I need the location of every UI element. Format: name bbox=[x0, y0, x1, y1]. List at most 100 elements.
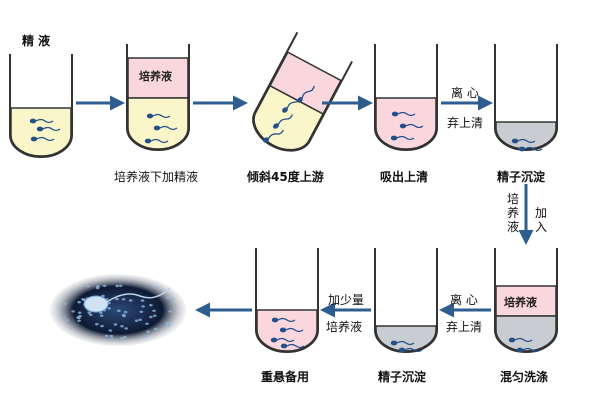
microscope-speck bbox=[81, 298, 85, 301]
microscope-speck bbox=[104, 334, 109, 338]
step-add-small: 加少量 bbox=[328, 293, 365, 307]
microscope-speck bbox=[171, 297, 175, 301]
microscope-speck bbox=[149, 304, 153, 307]
microscope-speck bbox=[140, 299, 145, 302]
tube-pellet-2 bbox=[374, 248, 438, 353]
microscope-sperm-image bbox=[50, 274, 186, 346]
label-tube2: 倾斜45度上游 bbox=[247, 170, 324, 184]
microscope-speck bbox=[65, 319, 69, 322]
microscope-speck bbox=[124, 327, 128, 330]
microscope-speck bbox=[168, 310, 172, 313]
sperm-cell bbox=[399, 123, 424, 129]
microscope-speck bbox=[117, 309, 121, 312]
microscope-speck bbox=[99, 314, 104, 317]
microscope-speck bbox=[123, 310, 128, 314]
microscope-speck bbox=[107, 307, 111, 310]
microscope-speck bbox=[134, 319, 139, 322]
microscope-speck bbox=[95, 323, 99, 326]
tube-semen bbox=[9, 54, 73, 158]
microscope-speck bbox=[120, 325, 124, 328]
microscope-speck bbox=[152, 309, 156, 312]
microscope-speck bbox=[78, 314, 82, 318]
sperm-cell bbox=[390, 135, 415, 141]
step-centrifuge-2: 离 心 bbox=[450, 293, 478, 307]
step-add-1: 加入 bbox=[534, 206, 547, 234]
microscope-speck bbox=[144, 334, 149, 338]
sperm-cell bbox=[297, 85, 315, 103]
microscope-speck bbox=[166, 324, 171, 328]
microscope-speck bbox=[115, 297, 119, 301]
microscope-speck bbox=[96, 285, 100, 288]
microscope-speck bbox=[77, 311, 82, 314]
sperm-cell bbox=[262, 129, 284, 143]
sperm-cell bbox=[279, 327, 304, 333]
step-add-medium-1: 培养液 bbox=[506, 192, 519, 234]
microscope-speck bbox=[128, 299, 133, 302]
sperm-cell bbox=[391, 111, 416, 117]
microscope-speck bbox=[141, 305, 145, 308]
microscope-speck bbox=[62, 316, 66, 319]
sperm-cell bbox=[516, 347, 541, 353]
microscope-speck bbox=[139, 310, 144, 313]
microscope-speck bbox=[99, 311, 103, 314]
tube-resuspended bbox=[255, 248, 319, 353]
step-discard-2: 弃上清 bbox=[446, 320, 483, 334]
microscope-speck bbox=[71, 310, 75, 313]
microscope-speck bbox=[120, 336, 124, 340]
microscope-speck bbox=[109, 334, 114, 338]
microscope-speck bbox=[110, 338, 114, 341]
microscope-speck bbox=[153, 285, 157, 289]
microscope-speck bbox=[77, 316, 81, 320]
microscope-speck bbox=[63, 302, 67, 305]
sperm-cell bbox=[270, 337, 295, 343]
microscope-speck bbox=[88, 313, 93, 316]
sperm-cell bbox=[29, 118, 54, 124]
microscope-speck bbox=[86, 285, 90, 288]
microscope-speck bbox=[108, 329, 113, 332]
sperm-cell bbox=[398, 347, 423, 353]
step-centrifuge-1: 离 心 bbox=[451, 86, 479, 100]
sperm-cell bbox=[273, 114, 294, 129]
sperm-cell bbox=[144, 138, 169, 144]
microscope-speck bbox=[154, 327, 158, 331]
microscope-speck bbox=[102, 284, 107, 287]
tube-medium-over-semen bbox=[126, 44, 190, 151]
tube-pellet-1 bbox=[494, 44, 558, 151]
label-tube5: 混匀洗涤 bbox=[500, 370, 549, 384]
tube-supernatant bbox=[374, 44, 438, 151]
label-medium-mix: 培养液 bbox=[504, 296, 537, 309]
microscope-speck bbox=[146, 330, 150, 333]
microscope-speck bbox=[121, 313, 126, 317]
microscope-speck bbox=[113, 323, 118, 326]
step-discard-1: 弃上清 bbox=[447, 116, 484, 130]
sperm-cells bbox=[29, 85, 543, 353]
microscope-speck bbox=[77, 301, 81, 304]
microscope-speck bbox=[123, 335, 127, 339]
label-tube4: 精子沉淀 bbox=[497, 170, 546, 184]
microscope-speck bbox=[166, 296, 170, 299]
label-semen: 精 液 bbox=[22, 34, 51, 48]
microscope-speck bbox=[121, 298, 126, 301]
sperm-cell bbox=[36, 126, 61, 132]
sperm-cell bbox=[153, 125, 178, 131]
microscope-speck bbox=[118, 284, 123, 287]
tube-tilted-45 bbox=[252, 31, 353, 152]
sperm-cell bbox=[271, 317, 296, 323]
microscope-speck bbox=[87, 311, 92, 314]
microscope-speck bbox=[149, 315, 153, 319]
microscope-speck bbox=[115, 284, 119, 288]
label-tube3: 吸出上清 bbox=[380, 170, 429, 184]
sperm-cell bbox=[30, 136, 55, 142]
microscope-speck bbox=[138, 318, 142, 321]
microscope-speck bbox=[77, 319, 81, 322]
sperm-cell bbox=[518, 146, 543, 152]
microscope-speck bbox=[100, 324, 104, 328]
sperm-cell bbox=[280, 343, 305, 349]
sperm-cell bbox=[146, 113, 171, 119]
sperm-cell bbox=[508, 337, 533, 343]
sperm-cell bbox=[390, 340, 415, 346]
label-tube7: 重悬备用 bbox=[261, 370, 310, 384]
sperm-cell bbox=[511, 138, 536, 144]
